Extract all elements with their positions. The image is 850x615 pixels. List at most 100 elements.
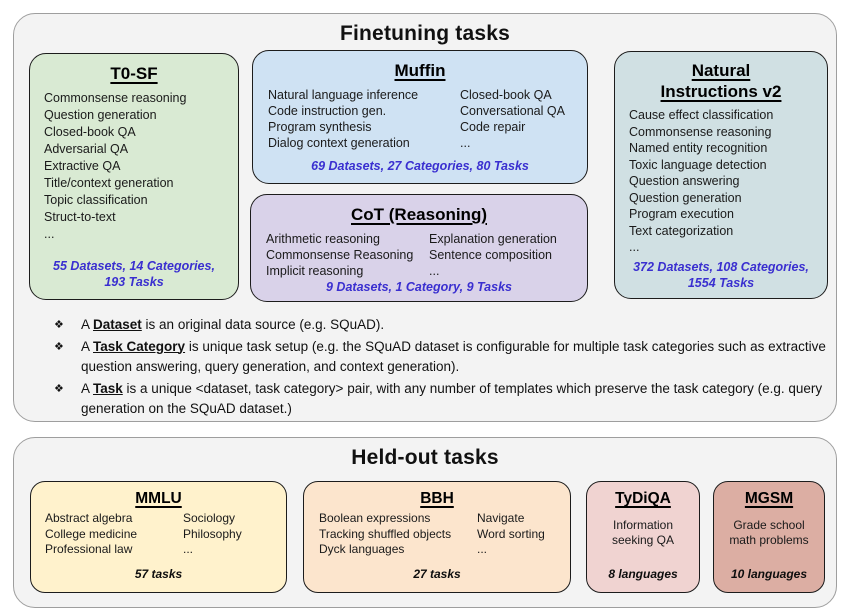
task-item: Code instruction gen. — [268, 104, 387, 118]
task-item: Question generation — [44, 108, 157, 122]
note-pre: A — [81, 317, 94, 332]
diamond-bullet-icon: ❖ — [54, 340, 64, 353]
task-item: Closed-book QA — [460, 88, 552, 102]
muffin-task-list: Natural language inference Code instruct… — [253, 87, 587, 151]
mgsm-title: MGSM — [744, 490, 794, 507]
note-pre: A — [81, 338, 94, 354]
task-item: Dyck languages — [319, 542, 405, 556]
cot-col1: Arithmetic reasoning Commonsense Reasoni… — [266, 231, 429, 279]
note-text: A Task is a unique <dataset, task catego… — [81, 379, 829, 420]
task-item: Struct-to-text — [44, 210, 116, 224]
task-item: Cause effect classification — [629, 108, 774, 122]
finetuning-tasks-panel: Finetuning tasks T0-SF Commonsense reaso… — [13, 13, 837, 422]
task-item: Toxic language detection — [629, 157, 767, 172]
note-task: ❖ A Task is a unique <dataset, task cate… — [41, 379, 829, 420]
tydiqa-description: Information seeking QA — [611, 518, 675, 547]
bbh-title: BBH — [420, 490, 454, 507]
task-item: Question answering — [629, 174, 740, 188]
note-post: is an original data source (e.g. SQuAD). — [141, 317, 385, 332]
natural-instructions-v2-box: Natural Instructions v2 Cause effect cla… — [614, 51, 828, 299]
task-item: Tracking shuffled objects — [319, 526, 452, 541]
mmlu-box: MMLU Abstract algebra College medicine P… — [30, 481, 287, 593]
tydiqa-title: TyDiQA — [615, 490, 671, 507]
niv2-title: Natural Instructions v2 — [660, 61, 782, 101]
note-text: A Task Category is unique task setup (e.… — [81, 337, 829, 378]
note-post: is a unique <dataset, task category> pai… — [81, 380, 823, 417]
note-task-category: ❖ A Task Category is unique task setup (… — [41, 337, 829, 378]
heldout-tasks-title: Held-out tasks — [351, 446, 499, 469]
task-item: Dialog context generation — [268, 136, 410, 150]
task-item: Boolean expressions — [319, 511, 431, 525]
note-post: is unique task setup (e.g. the SQuAD dat… — [81, 338, 826, 375]
task-item: Abstract algebra — [45, 511, 133, 525]
task-item: Commonsense reasoning — [629, 124, 772, 139]
task-item: Philosophy — [183, 526, 242, 541]
task-item: Navigate — [477, 511, 525, 525]
muffin-stats: 69 Datasets, 27 Categories, 80 Tasks — [311, 159, 529, 173]
task-item: Sociology — [183, 511, 236, 525]
note-text: A Dataset is an original data source (e.… — [81, 315, 829, 336]
bbh-col2: Navigate Word sorting ... — [477, 511, 570, 558]
t0sf-task-list: Commonsense reasoning Question generatio… — [30, 90, 238, 243]
task-item-ellipsis: ... — [460, 136, 471, 150]
tydiqa-stats: 8 languages — [608, 567, 678, 581]
task-item-ellipsis: ... — [44, 227, 55, 241]
note-dataset: ❖ A Dataset is an original data source (… — [41, 315, 829, 336]
task-item: Natural language inference — [268, 88, 419, 102]
task-item: Conversational QA — [460, 104, 565, 118]
task-item: Title/context generation — [44, 176, 174, 190]
cot-col2: Explanation generation Sentence composit… — [429, 231, 587, 279]
task-item: Question generation — [629, 190, 742, 205]
t0sf-box: T0-SF Commonsense reasoning Question gen… — [29, 53, 239, 300]
note-term: Task — [93, 380, 123, 396]
finetuning-tasks-title: Finetuning tasks — [339, 22, 511, 45]
task-item: Arithmetic reasoning — [266, 232, 380, 246]
note-term: Task Category — [93, 338, 186, 354]
cot-title: CoT (Reasoning) — [351, 205, 487, 224]
task-item-ellipsis: ... — [477, 542, 488, 556]
task-item: Text categorization — [629, 223, 734, 238]
task-item: Explanation generation — [429, 232, 557, 246]
muffin-box: Muffin Natural language inference Code i… — [252, 50, 588, 184]
task-item: Commonsense Reasoning — [266, 248, 414, 262]
cot-stats: 9 Datasets, 1 Category, 9 Tasks — [326, 280, 512, 294]
task-item: Adversarial QA — [44, 142, 129, 156]
muffin-col1: Natural language inference Code instruct… — [268, 87, 460, 151]
mgsm-description: Grade school math problems — [729, 518, 809, 547]
task-item: Program synthesis — [268, 120, 372, 134]
mgsm-box: MGSM Grade school math problems 10 langu… — [713, 481, 825, 593]
task-item-ellipsis: ... — [429, 264, 440, 278]
bbh-col1: Boolean expressions Tracking shuffled ob… — [319, 511, 477, 558]
task-item: Sentence composition — [429, 248, 552, 262]
bbh-box: BBH Boolean expressions Tracking shuffle… — [303, 481, 571, 593]
mmlu-task-list: Abstract algebra College medicine Profes… — [31, 511, 286, 558]
task-item: Professional law — [45, 542, 133, 556]
mgsm-stats: 10 languages — [730, 567, 808, 581]
task-item: Implicit reasoning — [266, 264, 364, 278]
t0sf-stats: 55 Datasets, 14 Categories, 193 Tasks — [53, 259, 215, 289]
t0sf-title: T0-SF — [110, 64, 158, 83]
task-item: Closed-book QA — [44, 125, 136, 139]
niv2-stats: 372 Datasets, 108 Categories, 1554 Tasks — [633, 260, 809, 290]
task-item-ellipsis: ... — [629, 240, 640, 254]
task-item: College medicine — [45, 526, 138, 541]
bbh-task-list: Boolean expressions Tracking shuffled ob… — [304, 511, 570, 558]
cot-task-list: Arithmetic reasoning Commonsense Reasoni… — [251, 231, 587, 279]
cot-box: CoT (Reasoning) Arithmetic reasoning Com… — [250, 194, 588, 302]
diamond-bullet-icon: ❖ — [54, 382, 64, 395]
task-item: Extractive QA — [44, 159, 121, 173]
muffin-title: Muffin — [394, 61, 446, 80]
task-item: Topic classification — [44, 193, 148, 207]
bbh-stats: 27 tasks — [413, 567, 461, 581]
diamond-bullet-icon: ❖ — [54, 319, 64, 331]
mmlu-col1: Abstract algebra College medicine Profes… — [45, 511, 183, 558]
task-item-ellipsis: ... — [183, 542, 194, 556]
mmlu-col2: Sociology Philosophy ... — [183, 511, 286, 558]
definitions-notes: ❖ A Dataset is an original data source (… — [41, 315, 829, 421]
task-item: Commonsense reasoning — [44, 91, 187, 105]
task-item: Named entity recognition — [629, 141, 768, 155]
niv2-task-list: Cause effect classification Commonsense … — [615, 107, 827, 256]
mmlu-title: MMLU — [135, 490, 182, 507]
heldout-tasks-panel: Held-out tasks MMLU Abstract algebra Col… — [13, 437, 837, 608]
note-term: Dataset — [93, 317, 142, 332]
